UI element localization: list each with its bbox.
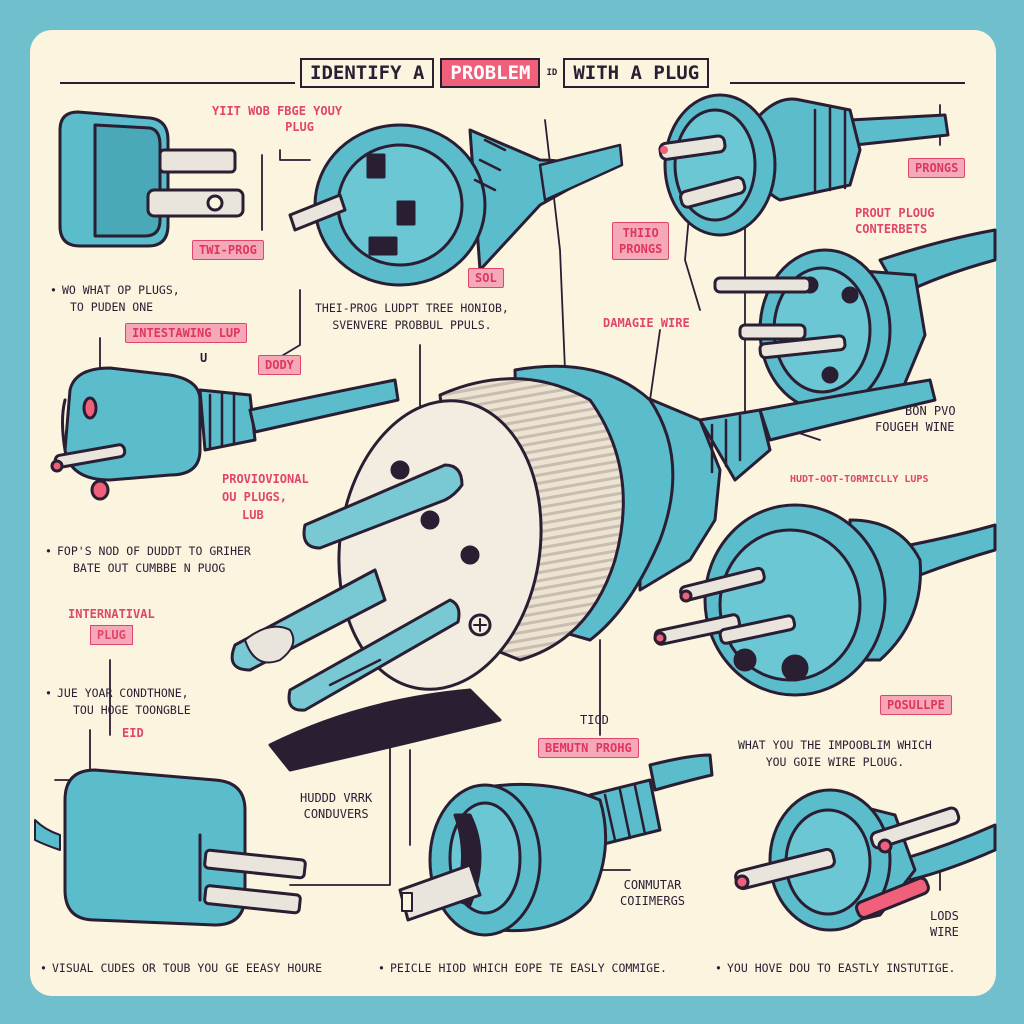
label-provisional-line-2: OU PLUGS, (222, 490, 288, 504)
plug-right-middle (713, 228, 997, 412)
note-bottom-1-text: VISUAL CUDES OR TOUB YOU GE EEASY HOURE (52, 961, 323, 975)
note-what-you: WHAT YOU THE IMPOOBLIM WHICH YOU GOIE WI… (738, 737, 932, 771)
note-fops: •FOP'S NOD OF DUDDT TO GRIHER BATE OUT C… (45, 544, 251, 575)
tag-intl-left-line-2: PLUG (89, 625, 133, 645)
tag-prongs: PRONGS (908, 158, 966, 178)
note-bottom-2-text: PEICLE HIOD WHICH EOPE TE EASLY COMMIGE. (390, 961, 667, 975)
label-conmutar-line-1: CONMUTAR (623, 878, 682, 892)
label-bor-pvo-line-1: BON PVO (905, 404, 956, 418)
note-what-plugs-line-2: TO PUDEN ONE (70, 300, 154, 314)
plug-two-prong (58, 110, 245, 248)
tag-third-prong-line-1: THIIO (622, 226, 659, 240)
note-bottom-3-text: YOU HOVE DOU TO EASTLY INSTUTIGE. (727, 961, 956, 975)
label-lods: LODS WIRE (930, 908, 959, 940)
label-bor-pvo: BON PVO FOUGEH WINE (875, 403, 956, 435)
note-fops-line-1: FOP'S NOD OF DUDDT TO GRIHER (57, 544, 251, 558)
plug-top-right (658, 93, 950, 237)
plug-central-large (230, 364, 937, 772)
label-provisional-line-3: LUB (242, 508, 264, 522)
note-jue-line-2: TOU HOGE TOONGBLE (73, 703, 191, 717)
tag-body: DODY (258, 355, 301, 375)
title-part-4: WITH A PLUG (563, 58, 710, 88)
label-front-plug: PROUT PLOUG CONTERBETS (855, 205, 934, 237)
label-front-plug-line-2: CONTERBETS (855, 222, 928, 236)
label-provisional: PROVIOVIONAL OU PLUGS, LUB (222, 470, 309, 524)
label-conmutar: CONMUTAR COIIMERGS (620, 877, 685, 909)
note-what-plugs: •WO WHAT OP PLUGS, TO PUDEN ONE (50, 283, 180, 314)
label-top-caption-line-2: PLUG (285, 120, 314, 134)
label-front-plug-line-1: PROUT PLOUG (855, 206, 935, 220)
label-top-caption-line-1: YIIT WOB FBGE YOUY (212, 104, 343, 118)
label-provisional-line-1: PROVIOVIONAL (222, 472, 309, 486)
label-damage-wire: DAMAGIE WIRE (603, 316, 690, 330)
note-bottom-1: •VISUAL CUDES OR TOUB YOU GE EEASY HOURE (40, 961, 323, 975)
label-eid: EID (122, 726, 144, 740)
note-jue: •JUE YOAR CONDTHONE, TOU HOGE TOONGBLE (45, 686, 191, 717)
note-bottom-2: •PEICLE HIOD WHICH EOPE TE EASLY COMMIGE… (378, 961, 667, 975)
tag-intl-left: INTERNATIVAL PLUG (62, 604, 161, 647)
label-tiod: TIOD (580, 713, 609, 727)
tag-third-prong: THIIO PRONGS (612, 222, 670, 260)
tag-intl-left-line-1: INTERNATIVAL (68, 607, 155, 621)
plug-bottom-right (734, 788, 997, 932)
plug-round-socket (288, 123, 624, 287)
note-bottom-3: •YOU HOVE DOU TO EASTLY INSTUTIGE. (715, 961, 956, 975)
label-hudd-vrk-line-2: CONDUVERS (303, 807, 369, 821)
label-lods-line-2: WIRE (930, 925, 959, 939)
title-rule-right (730, 82, 965, 84)
label-top-caption: YIIT WOB FBGE YOUY PLUG (212, 103, 342, 135)
plug-bottom-center (398, 753, 714, 937)
label-lods-line-1: LODS (930, 909, 959, 923)
plug-international-left (50, 366, 400, 501)
tag-possible: POSULLPE (880, 695, 952, 715)
tag-third-prong-line-2: PRONGS (619, 242, 663, 256)
label-u-mark: U (200, 351, 208, 365)
note-what-you-line-1: WHAT YOU THE IMPOOBLIM WHICH (738, 738, 932, 752)
tag-two-prong: TWI-PROG (192, 240, 264, 260)
note-center-line-2: SVENVERE PROBBUL PPULS. (332, 318, 492, 332)
title-rule-left (60, 82, 295, 84)
note-what-plugs-line-1: WO WHAT OP PLUGS, (62, 283, 180, 297)
note-jue-line-1: JUE YOAR CONDTHONE, (57, 686, 189, 700)
label-bor-pvo-line-2: FOUGEH WINE (875, 420, 955, 434)
label-conmutar-line-2: COIIMERGS (620, 894, 686, 908)
title-part-1: IDENTIFY A (300, 58, 435, 88)
label-hudd-vrk: HUDDD VRRK CONDUVERS (300, 790, 372, 822)
note-what-you-line-2: YOU GOIE WIRE PLOUG. (765, 755, 905, 769)
tag-sol: SOL (468, 268, 504, 288)
title-part-3: ID (546, 68, 558, 78)
title-part-2: PROBLEM (440, 58, 541, 88)
plug-bottom-left (34, 768, 307, 927)
plug-right-lower (653, 503, 997, 697)
label-hudt: HUDT-OOT-TORMICLLY LUPS (790, 474, 929, 485)
note-center-line-1: THEI-PROG LUDPT TREE HONIOB, (315, 301, 509, 315)
page-title: IDENTIFY A PROBLEM ID WITH A PLUG (300, 58, 710, 88)
note-center: THEI-PROG LUDPT TREE HONIOB, SVENVERE PR… (315, 300, 509, 334)
tag-bemutn: BEMUTN PROHG (538, 738, 639, 758)
tag-intl-top: INTESTAWING LUP (125, 323, 248, 343)
note-fops-line-2: BATE OUT CUMBBE N PUOG (73, 561, 226, 575)
label-hudd-vrk-line-1: HUDDD VRRK (300, 791, 373, 805)
